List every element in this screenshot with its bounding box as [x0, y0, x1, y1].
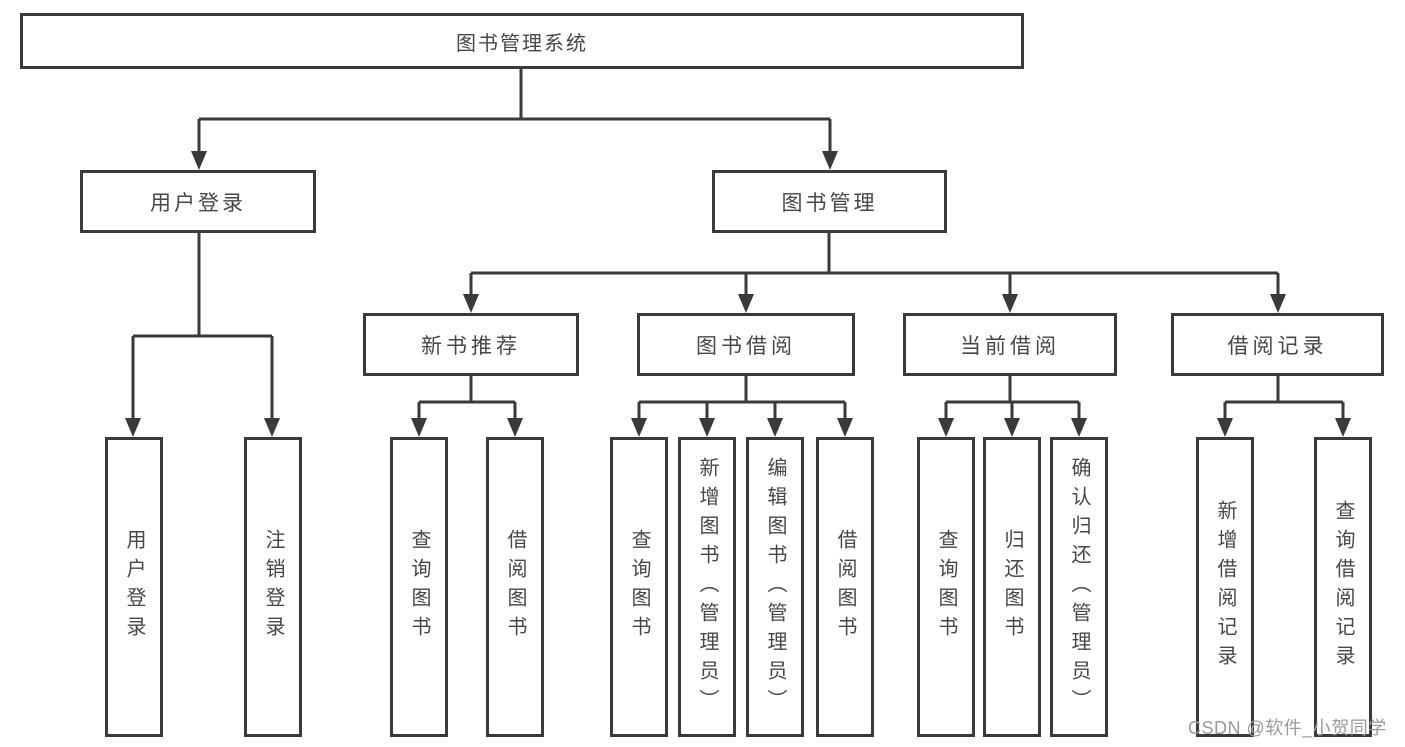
- node-leaf-newbook-borrow: 借阅图书: [486, 437, 544, 737]
- arrow-icon: [1270, 294, 1286, 313]
- node-leaf-current-return: 归还图书: [983, 437, 1041, 737]
- node-leaf-logout: 注销登录: [244, 437, 302, 737]
- arrow-icon: [1071, 418, 1087, 437]
- arrow-icon: [938, 418, 954, 437]
- arrow-icon: [1002, 294, 1018, 313]
- node-root: 图书管理系统: [20, 13, 1024, 69]
- arrow-icon: [738, 294, 754, 313]
- arrow-icon: [463, 294, 479, 313]
- node-leaf-borrow-query: 查询图书: [610, 437, 668, 737]
- node-label: 当前借阅: [960, 334, 1060, 358]
- node-label: 查询借阅记录: [1332, 500, 1354, 674]
- node-leaf-current-confirm: 确认归还（管理员）: [1050, 437, 1108, 737]
- connector-lines: [131, 69, 1345, 420]
- node-book-borrow: 图书借阅: [637, 313, 855, 376]
- arrow-icon: [631, 418, 647, 437]
- arrow-icon: [507, 418, 523, 437]
- node-leaf-borrow-borrow: 借阅图书: [816, 437, 874, 737]
- node-new-book-recommend: 新书推荐: [363, 313, 579, 376]
- node-label: 借阅记录: [1227, 334, 1328, 358]
- node-leaf-borrow-add: 新增图书（管理员）: [678, 437, 736, 737]
- node-label: 用户登录: [123, 529, 145, 645]
- node-label: 查询图书: [935, 529, 957, 645]
- node-label: 新增借阅记录: [1214, 500, 1236, 674]
- arrow-icon: [699, 418, 715, 437]
- arrow-icon: [767, 418, 783, 437]
- arrow-icon: [411, 418, 427, 437]
- arrow-icon: [264, 418, 280, 437]
- node-label: 查询图书: [628, 529, 650, 645]
- node-leaf-current-query: 查询图书: [917, 437, 975, 737]
- node-leaf-user-login: 用户登录: [105, 437, 163, 737]
- node-label: 借阅图书: [834, 529, 856, 645]
- node-label: 查询图书: [408, 529, 430, 645]
- node-leaf-newbook-query: 查询图书: [390, 437, 448, 737]
- node-label: 确认归还（管理员）: [1068, 456, 1090, 718]
- arrow-icon: [837, 418, 853, 437]
- node-label: 编辑图书（管理员）: [764, 456, 786, 718]
- node-current-borrow: 当前借阅: [903, 313, 1117, 376]
- node-label: 新增图书（管理员）: [696, 456, 718, 718]
- node-label: 图书管理: [781, 191, 878, 215]
- node-leaf-records-query: 查询借阅记录: [1314, 437, 1372, 737]
- arrow-icon: [1217, 418, 1233, 437]
- node-leaf-records-add: 新增借阅记录: [1196, 437, 1254, 737]
- node-user-login: 用户登录: [80, 170, 316, 233]
- node-label: 借阅图书: [504, 529, 526, 645]
- node-label: 归还图书: [1001, 529, 1023, 645]
- node-label: 新书推荐: [421, 334, 521, 358]
- node-label: 注销登录: [262, 529, 284, 645]
- node-label: 用户登录: [150, 191, 246, 215]
- arrow-icon: [191, 151, 207, 170]
- node-borrow-records: 借阅记录: [1171, 313, 1384, 376]
- arrow-icon: [125, 418, 141, 437]
- node-leaf-borrow-edit: 编辑图书（管理员）: [746, 437, 804, 737]
- arrowheads: [125, 151, 1351, 437]
- node-label: 图书管理系统: [456, 32, 588, 55]
- arrow-icon: [1335, 418, 1351, 437]
- arrow-icon: [822, 151, 838, 170]
- node-book-management: 图书管理: [712, 170, 947, 233]
- csdn-watermark: CSDN @软件_小贺同学: [1188, 718, 1387, 738]
- node-label: 图书借阅: [696, 334, 796, 358]
- arrow-icon: [1004, 418, 1020, 437]
